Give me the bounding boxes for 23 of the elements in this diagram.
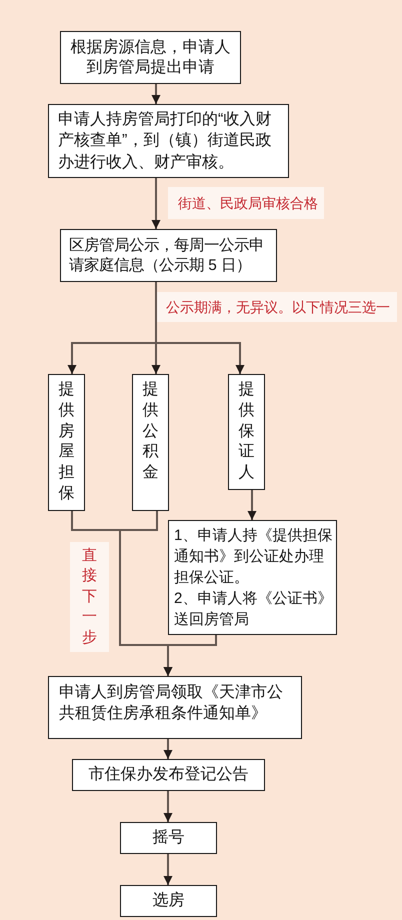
process-box <box>168 520 337 635</box>
process-box: 根据房源信息，申请人到房管局提出申请 <box>60 31 241 84</box>
arrow <box>164 791 172 822</box>
edge-label: 直接下一步 <box>70 542 109 652</box>
process-box: 申请人持房管局打印的“收入财产核查单”，到（镇）街道民政办进行收入、财产审核。 <box>48 104 289 178</box>
arrow <box>164 635 217 676</box>
arrow <box>164 854 172 885</box>
process-box: 市住保办发布登记公告 <box>72 759 265 791</box>
arrow <box>152 178 160 229</box>
edge-label: 公示期满，无异议。以下情况三选一 <box>157 292 397 322</box>
arrow <box>152 84 160 104</box>
process-box: 选房 <box>120 885 217 917</box>
option-box: 提供保证人 <box>228 374 265 490</box>
process-box: 申请人到房管局领取《天津市公共租赁住房承租条件通知单》 <box>48 676 302 739</box>
process-box: 区房管局公示，每周一公示申请家庭信息（公示期 5 日） <box>60 229 277 282</box>
step-text: 1、申请人持《提供担保通知书》到公证处办理担保公证。 <box>174 526 334 588</box>
arrow <box>164 739 172 759</box>
option-box: 提供公积金 <box>132 374 169 511</box>
process-box: 摇号 <box>120 822 217 854</box>
option-box: 提供房屋担保 <box>48 374 85 511</box>
arrow <box>248 490 256 520</box>
edge-label: 街道、民政局审核合格 <box>168 187 324 219</box>
step-text: 2、申请人将《公证书》送回房管局 <box>174 589 334 630</box>
